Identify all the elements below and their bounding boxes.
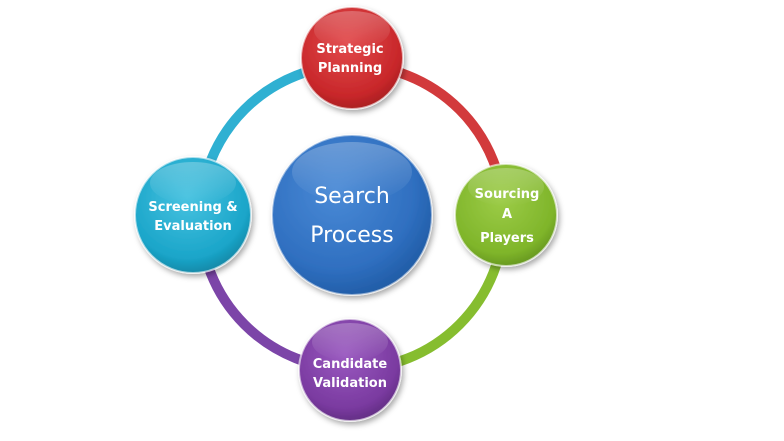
- center-node-search-process: [271, 134, 433, 296]
- sourcing-label-line-2: A: [502, 207, 512, 222]
- node-candidate-validation: [298, 318, 402, 422]
- node-screening-evaluation: [134, 156, 252, 274]
- candidate-validation-label-line-1: Candidate: [313, 357, 388, 372]
- screening-label-line-2: Evaluation: [154, 219, 231, 234]
- sourcing-label-line-1: Sourcing: [475, 187, 540, 202]
- strategic-planning-label-line-2: Planning: [318, 61, 382, 76]
- center-label-line-1: Search: [314, 184, 390, 209]
- screening-label-line-1: Screening &: [148, 200, 237, 215]
- node-sourcing-a-players: [454, 163, 558, 267]
- candidate-validation-label-line-2: Validation: [313, 376, 387, 391]
- center-label-line-2: Process: [310, 223, 393, 248]
- strategic-planning-label-line-1: Strategic: [316, 42, 383, 57]
- sourcing-label-line-3: Players: [480, 231, 534, 246]
- node-strategic-planning: [300, 6, 404, 110]
